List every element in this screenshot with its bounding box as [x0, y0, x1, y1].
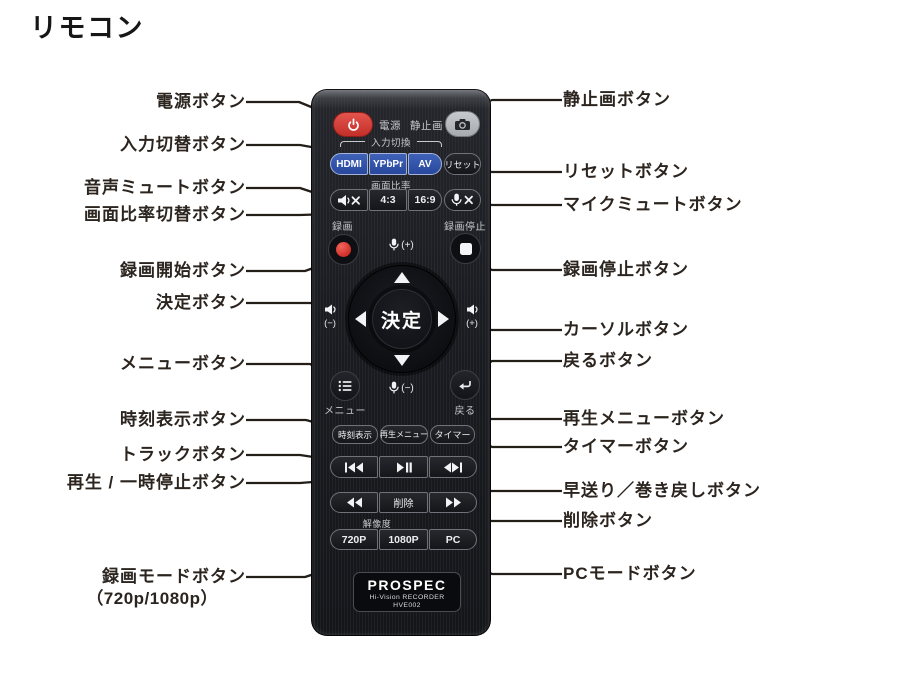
callout-enter: 決定ボタン: [156, 293, 246, 312]
power-label: 電源: [379, 120, 401, 132]
camera-icon: [455, 118, 470, 130]
brand-plate: PROSPEC Hi-Vision RECORDER HVE002: [353, 572, 461, 612]
callout-input: 入力切替ボタン: [120, 135, 246, 154]
callout-audio-mute: 音声ミュートボタン: [84, 178, 246, 197]
speaker-icon: [324, 304, 336, 315]
play-pause-button[interactable]: [379, 456, 428, 478]
rec-stop-label: 録画停止: [444, 222, 486, 233]
mic-icon: [389, 381, 399, 394]
power-button[interactable]: [333, 112, 373, 137]
record-button[interactable]: [328, 234, 359, 265]
menu-list-icon: [338, 380, 352, 392]
callout-rec-mode-line1: 録画モードボタン: [102, 567, 246, 586]
callout-cursor: カーソルボタン: [563, 320, 689, 339]
next-track-button[interactable]: [429, 456, 477, 478]
brand-line1: Hi-Vision RECORDER: [369, 594, 445, 601]
down-arrow-icon[interactable]: [394, 355, 410, 366]
mic-mute-button[interactable]: [444, 189, 481, 211]
brand-line2: HVE002: [393, 602, 421, 609]
fast-forward-button[interactable]: [429, 492, 477, 513]
mic-up-label: (+): [401, 239, 414, 251]
vol-down-label: (−): [324, 318, 336, 329]
resolution-label: 解像度: [362, 519, 392, 529]
callout-menu: メニューボタン: [120, 354, 246, 373]
hdmi-button[interactable]: HDMI: [330, 153, 368, 175]
callout-rec-stop: 録画停止ボタン: [563, 260, 689, 279]
callout-back: 戻るボタン: [563, 351, 653, 370]
callout-rec-mode-line2: （720p/1080p）: [86, 589, 218, 608]
still-image-button[interactable]: [445, 111, 480, 137]
callout-reset: リセットボタン: [563, 162, 689, 181]
page-title: リモコン: [30, 13, 144, 43]
callout-ff-rew: 早送り／巻き戻しボタン: [563, 481, 761, 500]
prev-track-icon: [345, 462, 363, 472]
mic-icon: [389, 238, 399, 251]
enter-button[interactable]: 決定: [372, 289, 432, 349]
remote-body: 電源 静止画 入力切換 HDMI YPbPr AV リセット 画面比率 4:3: [311, 89, 491, 636]
callout-play-pause: 再生 / 一時停止ボタン: [66, 473, 246, 492]
callout-rec-start: 録画開始ボタン: [120, 261, 246, 280]
menu-button[interactable]: [330, 371, 360, 401]
play-menu-button[interactable]: 再生メニュー: [380, 425, 428, 444]
input-group-label: 入力切換: [370, 138, 411, 149]
stop-icon: [459, 242, 472, 255]
power-icon: [347, 118, 359, 131]
callout-track: トラックボタン: [120, 445, 246, 464]
callout-time: 時刻表示ボタン: [120, 410, 246, 429]
volume-down: (−): [317, 304, 343, 329]
callout-timer: タイマーボタン: [563, 437, 689, 456]
aspect-43-button[interactable]: 4:3: [369, 189, 407, 211]
rewind-button[interactable]: [330, 492, 378, 513]
callout-rec-mode: 録画モードボタン （720p/1080p）: [0, 566, 246, 610]
dpad[interactable]: 決定: [348, 265, 456, 373]
callout-play-menu: 再生メニューボタン: [563, 409, 725, 428]
callout-mic-mute: マイクミュートボタン: [563, 195, 743, 214]
av-button[interactable]: AV: [408, 153, 442, 175]
fast-forward-icon: [445, 497, 461, 508]
reset-button[interactable]: リセット: [444, 153, 481, 175]
menu-label: メニュー: [324, 406, 366, 417]
mic-volume-up: (+): [381, 238, 422, 252]
brand-name: PROSPEC: [367, 577, 447, 593]
volume-up: (+): [459, 304, 485, 329]
stop-button[interactable]: [450, 233, 481, 264]
speaker-mute-icon: [338, 194, 360, 206]
res-1080p-button[interactable]: 1080P: [379, 529, 428, 550]
res-720p-button[interactable]: 720P: [330, 529, 378, 550]
audio-mute-button[interactable]: [330, 189, 368, 211]
callout-delete: 削除ボタン: [563, 511, 653, 530]
callout-aspect: 画面比率切替ボタン: [84, 205, 246, 224]
right-arrow-icon[interactable]: [438, 311, 449, 327]
aspect-group-label: 画面比率: [370, 181, 411, 192]
callout-pc-mode: PCモードボタン: [563, 564, 697, 583]
play-pause-icon: [396, 462, 412, 472]
next-track-icon: [444, 462, 462, 472]
aspect-169-button[interactable]: 16:9: [408, 189, 442, 211]
still-label: 静止画: [410, 120, 443, 132]
rewind-icon: [346, 497, 362, 508]
input-bracket-left: [340, 141, 365, 147]
callout-still: 静止画ボタン: [563, 90, 671, 109]
up-arrow-icon[interactable]: [394, 272, 410, 283]
rec-label: 録画: [332, 222, 353, 233]
ypbpr-button[interactable]: YPbPr: [369, 153, 407, 175]
left-arrow-icon[interactable]: [355, 311, 366, 327]
record-icon: [336, 242, 351, 257]
speaker-icon: [466, 304, 478, 315]
pc-mode-button[interactable]: PC: [429, 529, 477, 550]
mic-mute-icon: [451, 193, 473, 206]
input-bracket-right: [417, 141, 442, 147]
vol-up-label: (+): [466, 318, 478, 329]
timer-button[interactable]: タイマー: [430, 425, 475, 444]
back-button[interactable]: [450, 370, 480, 400]
return-arrow-icon: [459, 380, 471, 390]
back-label: 戻る: [454, 406, 476, 417]
prev-track-button[interactable]: [330, 456, 378, 478]
callout-power: 電源ボタン: [156, 92, 246, 111]
delete-button[interactable]: 削除: [379, 492, 428, 513]
mic-volume-down: (−): [381, 381, 422, 395]
mic-down-label: (−): [401, 382, 414, 394]
time-display-button[interactable]: 時刻表示: [332, 425, 378, 444]
